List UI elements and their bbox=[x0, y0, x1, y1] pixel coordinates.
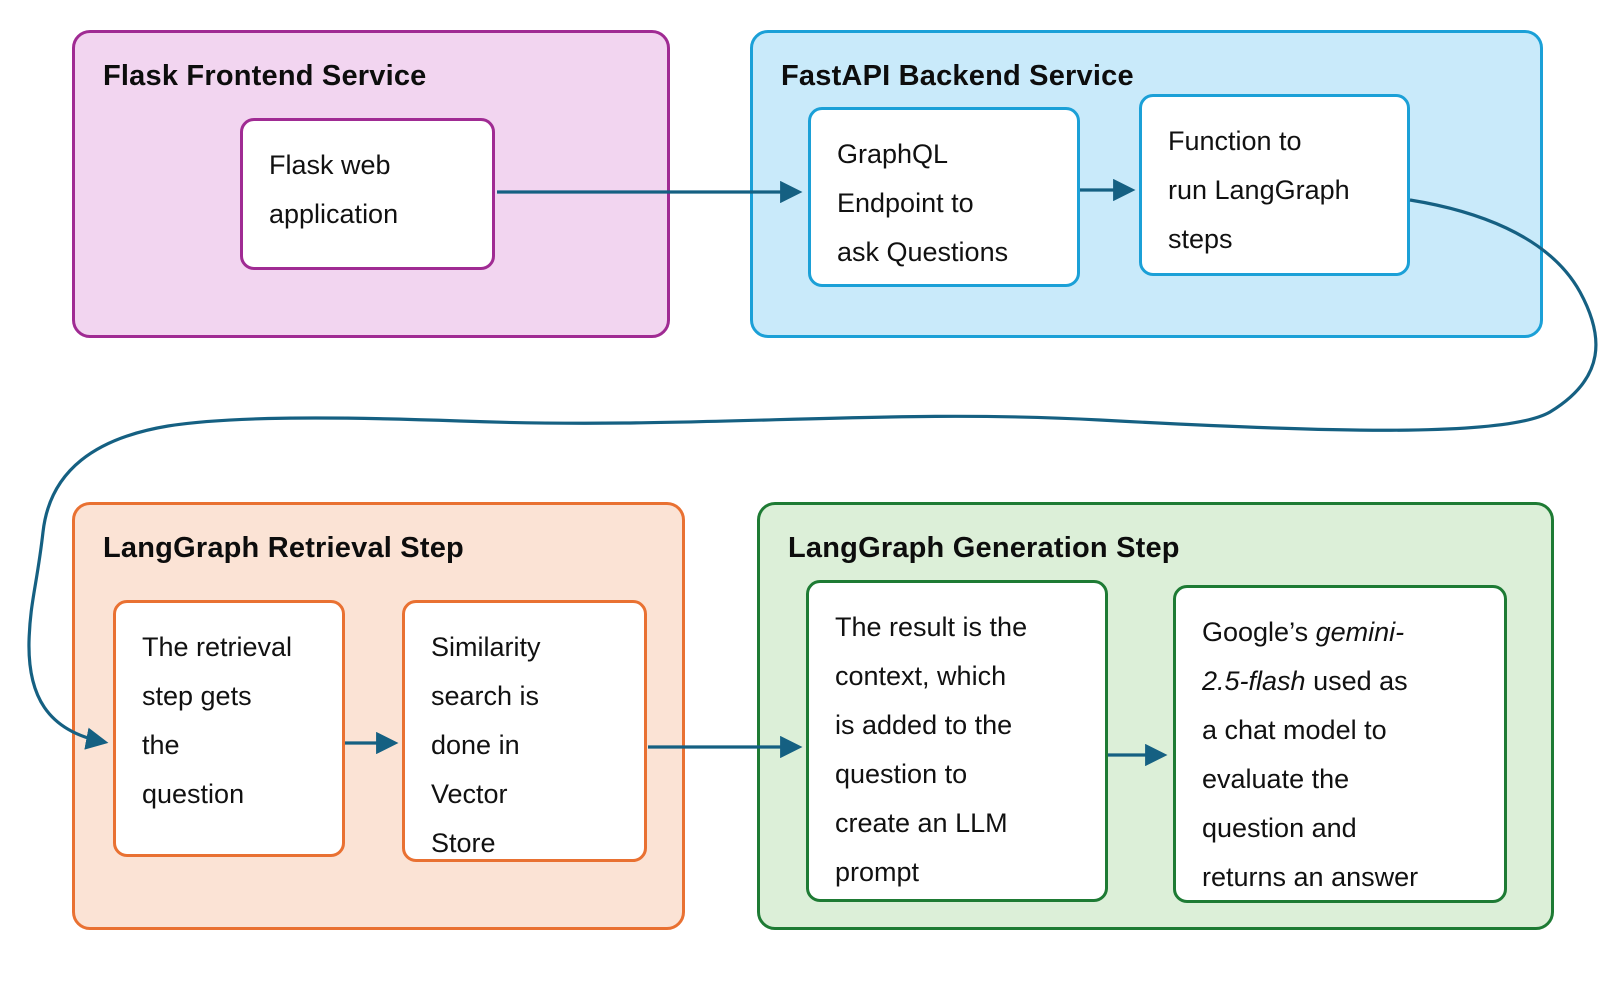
node-text: Function to run LangGraph steps bbox=[1168, 126, 1350, 254]
node-graphql-endpoint: GraphQL Endpoint to ask Questions bbox=[808, 107, 1080, 287]
node-text-suffix: used as a chat model to evaluate the que… bbox=[1202, 666, 1419, 892]
node-text: The retrieval step gets the question bbox=[142, 632, 293, 809]
group-title-fastapi-backend-service: FastAPI Backend Service bbox=[781, 60, 1134, 92]
node-result-context-llm-prompt: The result is the context, which is adde… bbox=[806, 580, 1108, 902]
group-title-langgraph-generation-step: LangGraph Generation Step bbox=[788, 532, 1180, 564]
node-text: Flask web application bbox=[269, 150, 399, 229]
node-similarity-search-vector-store: Similarity search is done in Vector Stor… bbox=[402, 600, 647, 862]
node-flask-web-application: Flask web application bbox=[240, 118, 495, 270]
node-gemini-chat-model: Google’s gemini- 2.5-flash used as a cha… bbox=[1173, 585, 1507, 903]
node-retrieval-gets-question: The retrieval step gets the question bbox=[113, 600, 345, 857]
node-text: GraphQL Endpoint to ask Questions bbox=[837, 139, 1009, 267]
node-text: Similarity search is done in Vector Stor… bbox=[431, 632, 541, 858]
node-text: The result is the context, which is adde… bbox=[835, 612, 1028, 887]
node-text-prefix: Google’s bbox=[1202, 617, 1316, 647]
group-title-flask-frontend-service: Flask Frontend Service bbox=[103, 60, 427, 92]
node-langgraph-steps-function: Function to run LangGraph steps bbox=[1139, 94, 1410, 276]
group-title-langgraph-retrieval-step: LangGraph Retrieval Step bbox=[103, 532, 464, 564]
